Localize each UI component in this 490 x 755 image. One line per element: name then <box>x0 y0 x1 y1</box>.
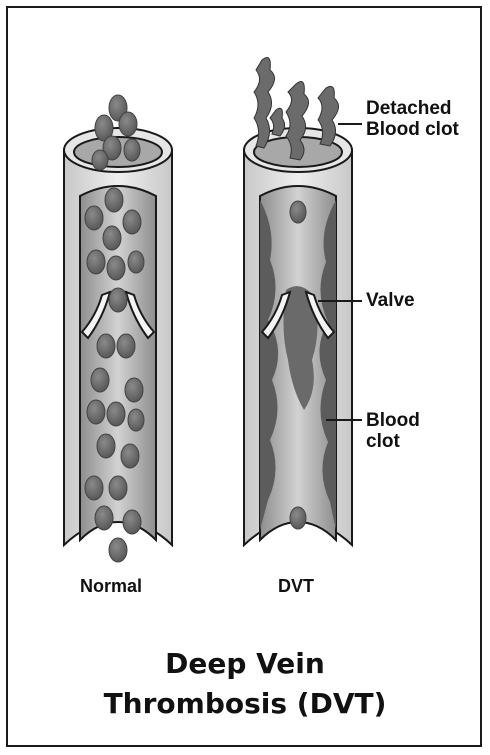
label-valve: Valve <box>366 290 415 311</box>
title-line2: Thrombosis (DVT) <box>0 684 490 724</box>
label-detached-blood-clot: Detached Blood clot <box>366 98 459 140</box>
caption-normal: Normal <box>80 576 142 597</box>
label-detached-line2: Blood clot <box>366 119 459 140</box>
caption-dvt: DVT <box>278 576 314 597</box>
title-line1: Deep Vein <box>0 644 490 684</box>
label-blood-clot-line1: Blood <box>366 410 420 431</box>
label-blood-clot: Blood clot <box>366 410 420 452</box>
label-blood-clot-line2: clot <box>366 431 420 452</box>
normal-vein <box>64 95 172 562</box>
label-detached-line1: Detached <box>366 98 459 119</box>
